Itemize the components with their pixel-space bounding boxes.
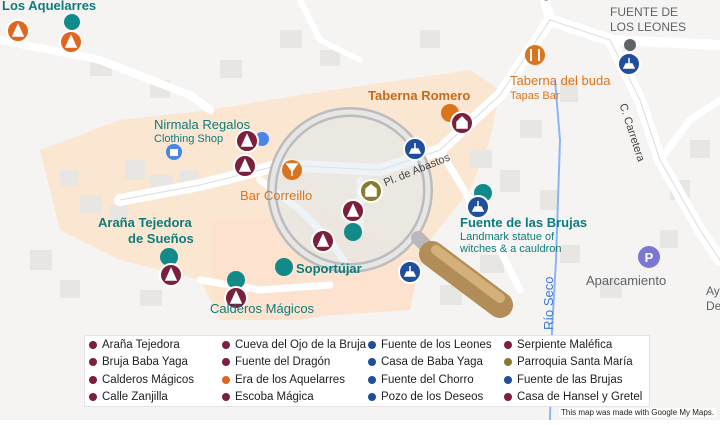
legend-item-label: Calle Zanjilla xyxy=(102,391,168,404)
legend-item-label: Araña Tejedora xyxy=(102,338,180,351)
legend-item-label: Pozo de los Deseos xyxy=(381,391,484,404)
flame-marker-icon[interactable] xyxy=(311,229,335,253)
legend-item[interactable]: Fuente de las Brujas xyxy=(504,371,654,389)
label-taberna-buda-sub: Tapas Bar xyxy=(510,90,560,102)
legend-item[interactable]: Bruja Baba Yaga xyxy=(89,354,222,372)
house-marker-icon[interactable] xyxy=(450,111,474,135)
legend-item-label: Era de los Aquelarres xyxy=(235,373,345,386)
label-los-aquelarres: Los Aquelarres xyxy=(2,0,97,13)
legend-dot-icon xyxy=(504,393,512,402)
legend-item[interactable]: Casa de Hansel y Gretel xyxy=(504,389,654,407)
legend-dot-icon xyxy=(222,340,230,349)
label-arana-2: de Sueños xyxy=(128,231,194,246)
legend-item-label: Fuente de los Leones xyxy=(381,338,492,351)
label-taberna-romero: Taberna Romero xyxy=(368,88,471,103)
legend-dot-icon xyxy=(504,340,512,349)
flame-marker-icon[interactable] xyxy=(6,19,30,43)
label-fuente-brujas-sub2: witches & a cauldron xyxy=(460,243,562,255)
poi-pins xyxy=(64,14,545,289)
flame-marker-icon[interactable] xyxy=(235,129,259,153)
fountain-marker-icon[interactable] xyxy=(398,260,422,284)
flame-marker-icon[interactable] xyxy=(159,263,183,287)
label-nirmala-sub: Clothing Shop xyxy=(154,133,224,145)
legend-item-label: Bruja Baba Yaga xyxy=(102,356,188,369)
flame-marker-icon[interactable] xyxy=(341,199,365,223)
flame-marker-icon[interactable] xyxy=(224,286,248,310)
legend-dot-icon xyxy=(89,340,97,349)
legend-item-label: Fuente del Dragón xyxy=(235,356,331,369)
label-fuente-leones-1: FUENTE DE xyxy=(610,5,679,19)
legend-item-label: Casa de Baba Yaga xyxy=(381,356,483,369)
legend-dot-icon xyxy=(222,375,230,384)
legend-item-label: Fuente de las Brujas xyxy=(517,373,623,386)
label-fuente-brujas-sub1: Landmark statue of xyxy=(460,231,555,243)
label-bar-correillo: Bar Correillo xyxy=(240,188,313,203)
fountain-marker-icon[interactable] xyxy=(466,195,490,219)
legend-item-label: Calderos Mágicos xyxy=(102,373,195,386)
legend-item-label: Escoba Mágica xyxy=(235,391,314,404)
flame-marker-icon[interactable] xyxy=(59,30,83,54)
landmark-gray-icon xyxy=(624,39,636,51)
legend-item-label: Fuente del Chorro xyxy=(381,373,474,386)
legend-item[interactable]: Cueva del Ojo de la Bruja xyxy=(222,336,368,354)
magnifier-icon xyxy=(267,107,513,318)
label-arana-1: Araña Tejedora xyxy=(98,215,192,230)
legend-item-label: Serpiente Maléfica xyxy=(517,338,613,351)
flame-marker-icon[interactable] xyxy=(233,154,257,178)
label-aparcamiento: Aparcamiento xyxy=(586,273,667,288)
legend-item[interactable]: Fuente de los Leones xyxy=(368,336,504,354)
legend-item[interactable]: Calderos Mágicos xyxy=(89,371,222,389)
fountain-marker-icon[interactable] xyxy=(403,137,427,161)
svg-text:P: P xyxy=(645,250,654,265)
legend-item[interactable]: Casa de Baba Yaga xyxy=(368,354,504,372)
legend-dot-icon xyxy=(368,340,376,349)
legend-item[interactable]: Araña Tejedora xyxy=(89,336,222,354)
legend-item[interactable]: Parroquia Santa María xyxy=(504,354,654,372)
fountain-marker-icon[interactable] xyxy=(617,52,641,76)
legend-item-label: Cueva del Ojo de la Bruja xyxy=(235,338,367,351)
legend-dot-icon xyxy=(368,375,376,384)
legend-item[interactable]: Era de los Aquelarres xyxy=(222,371,368,389)
label-fuente-leones-2: LOS LEONES xyxy=(610,20,687,34)
legend-dot-icon xyxy=(504,375,512,384)
road-label-rio-seco: Río Seco xyxy=(541,276,556,330)
legend-dot-icon xyxy=(504,358,512,367)
label-edge-ay: Ay xyxy=(706,284,720,298)
legend-item-label: Parroquia Santa María xyxy=(517,356,633,369)
legend-dot-icon xyxy=(368,358,376,367)
legend-dot-icon xyxy=(222,358,230,367)
legend-item-label: Casa de Hansel y Gretel xyxy=(517,391,643,404)
legend-item[interactable]: Fuente del Dragón xyxy=(222,354,368,372)
church-marker-icon[interactable] xyxy=(359,179,383,203)
label-soportujar: Soportújar xyxy=(296,261,362,276)
parking-icon: P xyxy=(638,246,660,268)
map-credit: This map was made with Google My Maps. xyxy=(559,408,716,417)
label-fuente-brujas: Fuente de las Brujas xyxy=(460,215,588,230)
label-calderos: Calderos Mágicos xyxy=(210,301,315,316)
legend-dot-icon xyxy=(89,393,97,402)
legend-item[interactable]: Escoba Mágica xyxy=(222,389,368,407)
legend-dot-icon xyxy=(368,393,376,402)
label-nirmala: Nirmala Regalos xyxy=(154,117,251,132)
legend-item[interactable]: Pozo de los Deseos xyxy=(368,389,504,407)
legend-dot-icon xyxy=(89,358,97,367)
legend-item[interactable]: Calle Zanjilla xyxy=(89,389,222,407)
legend-item[interactable]: Fuente del Chorro xyxy=(368,371,504,389)
legend-dot-icon xyxy=(222,393,230,402)
label-taberna-buda: Taberna del buda xyxy=(510,73,611,88)
legend-item[interactable]: Serpiente Maléfica xyxy=(504,336,654,354)
legend-dot-icon xyxy=(89,375,97,384)
label-edge-de: De xyxy=(706,299,720,313)
